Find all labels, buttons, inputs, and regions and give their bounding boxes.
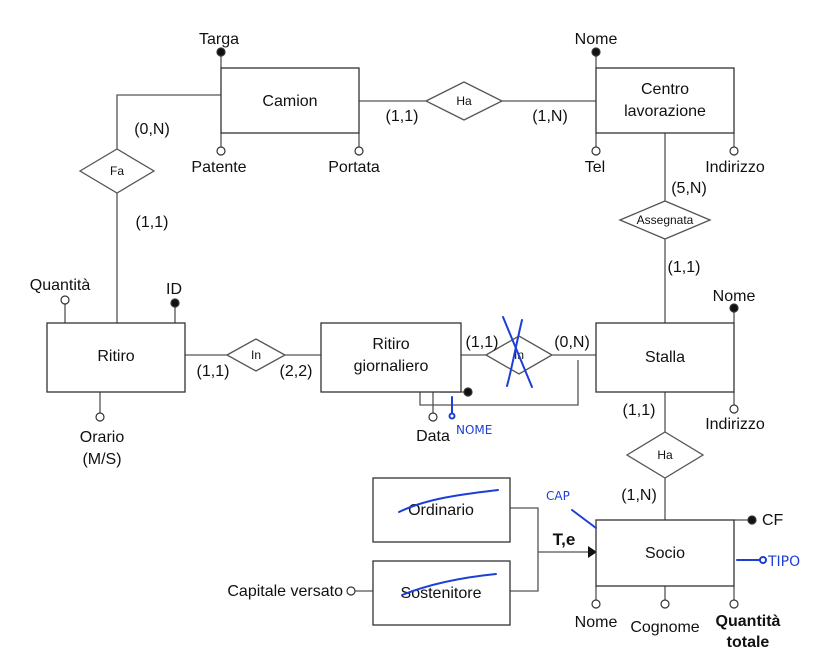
annotation-cap: CAP	[546, 489, 570, 503]
identifier-dot	[463, 387, 473, 397]
attr-indirizzo-stalla-dot	[729, 404, 739, 414]
attr-capitale: Capitale versato	[227, 583, 343, 600]
entity-camion	[220, 67, 360, 134]
attr-cognome-dot	[660, 599, 670, 609]
attr-patente: Patente	[191, 159, 246, 176]
card-ritiro-in: (1,1)	[197, 363, 230, 380]
label-ha-top: Ha	[456, 94, 472, 108]
entity-ritiro-giornaliero	[320, 322, 462, 393]
label-assegnata: Assegnata	[637, 213, 694, 227]
entity-ritiro	[46, 322, 186, 393]
entity-centro-lavorazione	[595, 67, 735, 134]
entity-ordinario	[372, 477, 511, 543]
attr-nome-stalla-dot	[729, 303, 739, 313]
label-in-left: In	[251, 348, 261, 362]
attr-patente-dot	[216, 146, 226, 156]
attr-indirizzo-stalla: Indirizzo	[705, 416, 765, 433]
annotation-nome: NOME	[456, 423, 492, 437]
attr-nome-stalla: Nome	[713, 288, 756, 305]
label-centro-1: Centro	[641, 81, 689, 98]
attr-portata: Portata	[328, 159, 380, 176]
card-rg-in2: (1,1)	[466, 334, 499, 351]
label-centro-2: lavorazione	[624, 103, 706, 120]
attr-id: ID	[166, 281, 182, 298]
annotation-tipo: TIPO	[767, 554, 800, 570]
label-socio: Socio	[645, 545, 685, 562]
relationship-in-left	[225, 338, 287, 372]
relationship-fa	[78, 148, 156, 194]
attr-cf: CF	[762, 512, 784, 529]
card-ritiro-fa: (1,1)	[136, 214, 169, 231]
label-camion: Camion	[262, 93, 317, 110]
attr-indirizzo-centro-dot	[729, 146, 739, 156]
attr-tel-dot	[591, 146, 601, 156]
attr-orario-2: (M/S)	[82, 451, 121, 468]
relationship-assegnata	[618, 200, 712, 240]
attr-data-dot	[428, 412, 438, 422]
label-fa: Fa	[110, 164, 124, 178]
attr-indirizzo-centro: Indirizzo	[705, 159, 765, 176]
label-sostenitore: Sostenitore	[401, 585, 482, 602]
attr-cf-dot	[747, 515, 757, 525]
attr-quantita-totale-1: Quantità	[716, 613, 781, 630]
attr-nome-socio: Nome	[575, 614, 618, 631]
attr-quantita-totale-dot	[729, 599, 739, 609]
attr-portata-dot	[354, 146, 364, 156]
entity-stalla	[595, 322, 735, 393]
attr-capitale-dot	[346, 586, 356, 596]
label-ha-bottom: Ha	[657, 448, 673, 462]
attr-tel: Tel	[585, 159, 605, 176]
attr-quantita-dot	[60, 295, 70, 305]
attr-nome-socio-dot	[591, 599, 601, 609]
attr-targa: Targa	[199, 31, 239, 48]
card-rg-in: (2,2)	[280, 363, 313, 380]
card-stalla-ha: (1,1)	[623, 402, 656, 419]
relationship-ha-bottom	[625, 431, 705, 479]
attr-targa-dot	[216, 47, 226, 57]
card-stalla-in2: (0,N)	[554, 334, 590, 351]
attr-cognome: Cognome	[630, 619, 699, 636]
card-stalla-assegnata: (1,1)	[668, 259, 701, 276]
attr-data: Data	[416, 428, 450, 445]
label-ritiro-g-1: Ritiro	[372, 336, 409, 353]
generalization-label: T,e	[553, 530, 576, 549]
attr-orario-dot	[95, 412, 105, 422]
attr-id-dot	[170, 298, 180, 308]
label-ritiro: Ritiro	[97, 348, 134, 365]
card-socio-ha: (1,N)	[621, 487, 657, 504]
card-centro-ha: (1,N)	[532, 108, 568, 125]
attr-nome-centro-dot	[591, 47, 601, 57]
label-stalla: Stalla	[645, 349, 685, 366]
label-ritiro-g-2: giornaliero	[354, 358, 429, 375]
attr-quantita-totale-2: totale	[727, 634, 770, 651]
relationship-ha-top	[424, 81, 504, 121]
label-ordinario: Ordinario	[408, 502, 474, 519]
entity-socio	[595, 519, 735, 587]
handwritten-annotations	[398, 316, 767, 596]
entity-sostenitore	[372, 560, 511, 626]
card-centro-assegnata: (5,N)	[671, 180, 707, 197]
card-camion-fa: (0,N)	[134, 121, 170, 138]
attr-quantita: Quantità	[30, 277, 91, 294]
card-camion-ha: (1,1)	[386, 108, 419, 125]
attr-nome-centro: Nome	[575, 31, 618, 48]
attr-orario-1: Orario	[80, 429, 125, 446]
